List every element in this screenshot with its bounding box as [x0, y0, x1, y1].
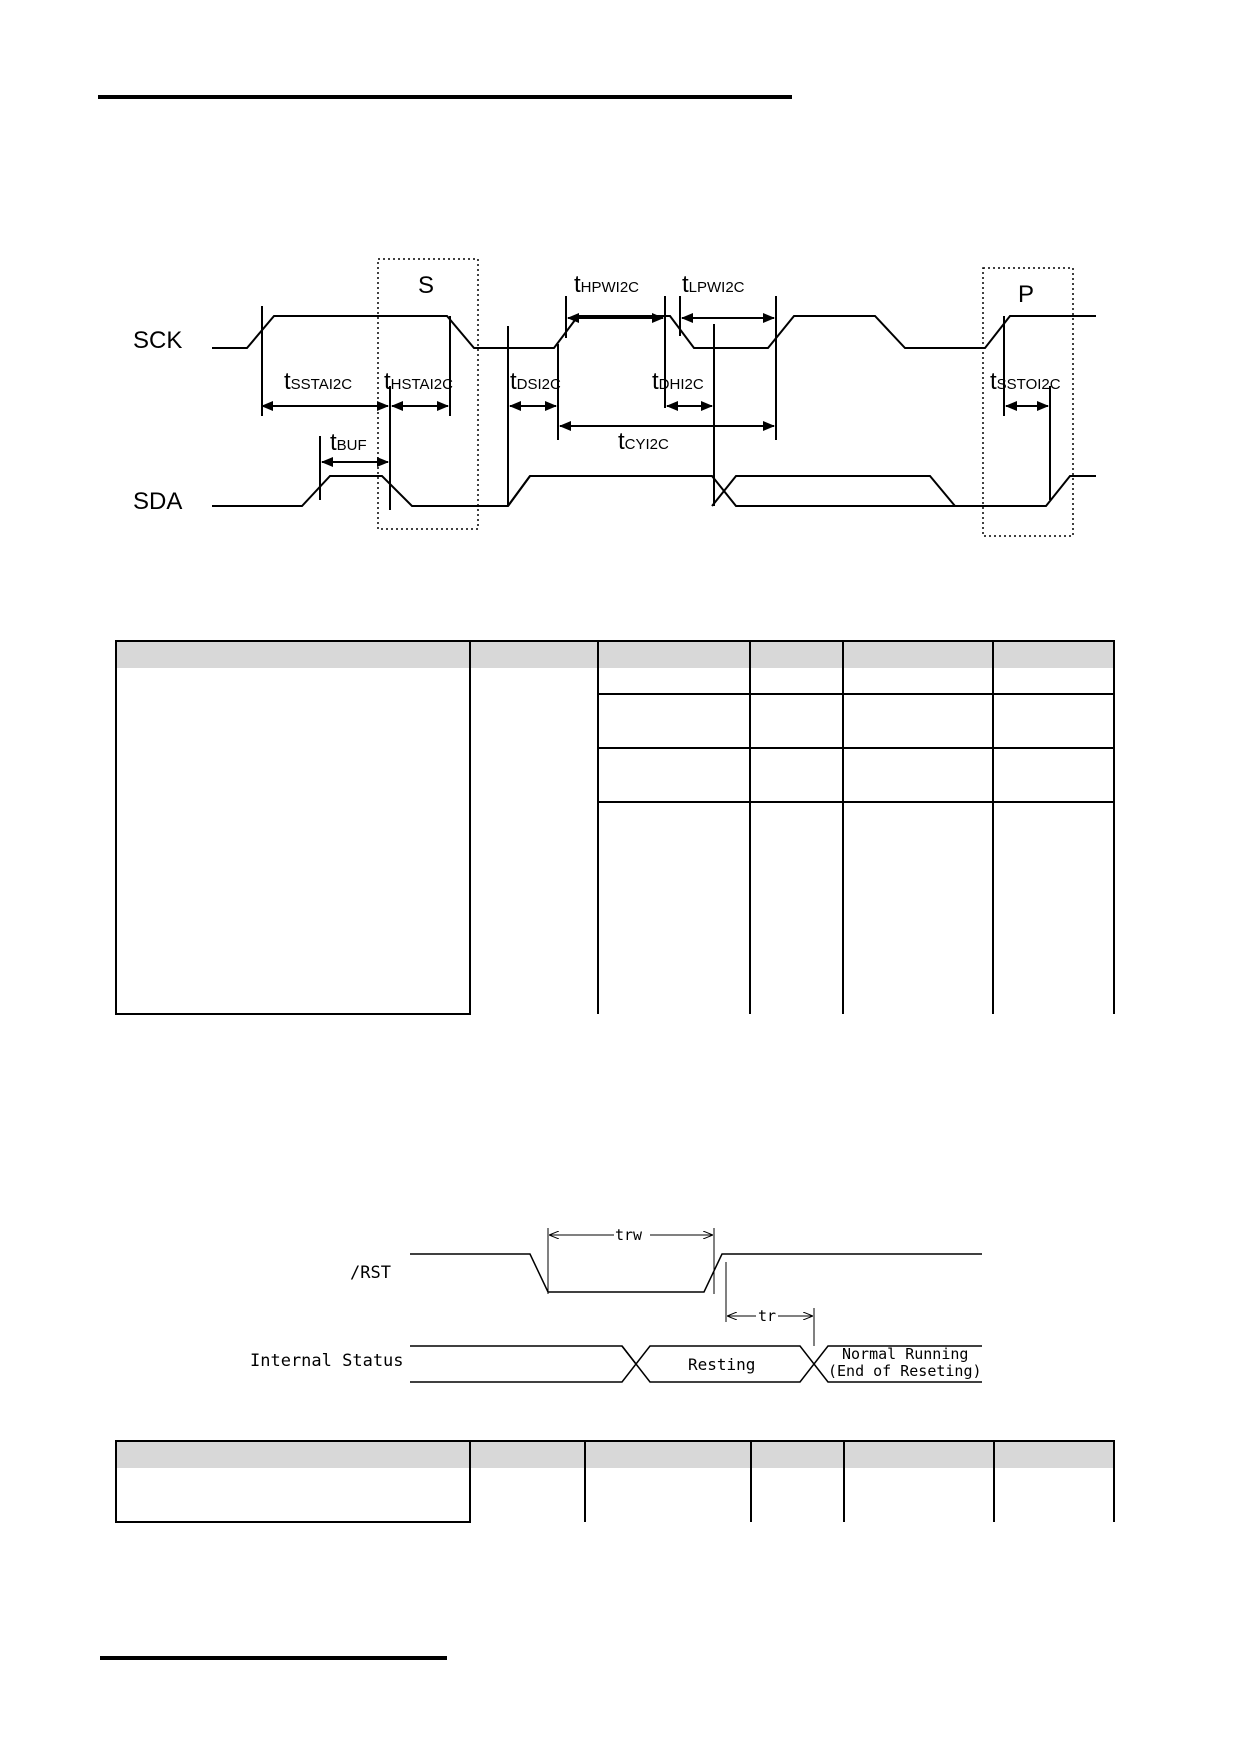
header-rule	[98, 95, 792, 99]
table-cell	[992, 747, 1115, 802]
header-cell	[992, 640, 1115, 668]
i2c-timing-diagram: SCK SDA S P tHPWI2C tLPWI2	[133, 258, 1096, 537]
sck-waveform	[212, 315, 1096, 349]
header-cell	[843, 1440, 995, 1468]
start-condition-box	[377, 258, 479, 530]
header-cell	[469, 640, 599, 668]
param-buf-label: tBUF	[330, 429, 367, 456]
table-header-row	[115, 640, 1115, 668]
table-cell	[115, 668, 471, 1015]
reset-arrows	[550, 1235, 812, 1316]
header-cell	[749, 640, 844, 668]
table-cell	[597, 908, 751, 1014]
table-cell	[992, 668, 1115, 694]
table-row	[116, 747, 1115, 802]
rst-waveform	[410, 1253, 982, 1293]
header-cell	[584, 1440, 752, 1468]
param-dh-label: tDHI2C	[652, 368, 704, 395]
header-cell	[842, 640, 994, 668]
table-cell	[597, 693, 751, 748]
header-cell	[469, 1440, 586, 1468]
table-cell	[749, 801, 844, 908]
header-cell	[115, 640, 471, 668]
i2c-timing-table	[115, 640, 1115, 1015]
table-row	[116, 693, 1115, 748]
table-cell	[750, 1468, 845, 1522]
header-cell	[750, 1440, 845, 1468]
reset-reference-lines	[547, 1228, 815, 1346]
table-cell	[993, 1468, 1115, 1522]
table-cell	[597, 747, 751, 802]
sda-waveform-c	[711, 475, 956, 507]
table-cell	[749, 747, 844, 802]
tr-label-bg	[756, 1308, 778, 1326]
resting-label: Resting	[688, 1355, 755, 1374]
param-cy-label: tCYI2C	[618, 428, 669, 455]
param-hpw-label: tHPWI2C	[574, 271, 639, 298]
param-lpw-label: tLPWI2C	[682, 271, 745, 298]
param-ds-label: tDSI2C	[510, 368, 561, 395]
internal-status-waveform	[410, 1345, 982, 1383]
timing-arrows	[261, 313, 1049, 467]
header-cell	[993, 1440, 1115, 1468]
header-cell	[115, 1440, 471, 1468]
sda-waveform-b	[507, 475, 531, 507]
param-ssta-label: tSSTAI2C	[284, 368, 352, 395]
trw-label-bg	[614, 1226, 650, 1244]
param-hsta-label: tHSTAI2C	[384, 368, 453, 395]
table-cell	[749, 908, 844, 1014]
table-header-row	[115, 1440, 1115, 1468]
table-cell	[842, 668, 994, 694]
sda-label: SDA	[133, 488, 182, 515]
stop-condition-label: P	[1018, 281, 1034, 308]
table-cell	[992, 908, 1115, 1014]
trw-label: trw	[615, 1226, 643, 1244]
internal-status-label: Internal Status	[250, 1351, 404, 1371]
table-cell	[843, 1468, 995, 1522]
start-condition-label: S	[418, 272, 434, 299]
end-of-reseting-label: (End of Reseting)	[828, 1362, 982, 1380]
table-cell	[992, 693, 1115, 748]
sck-label: SCK	[133, 327, 182, 354]
param-ssto-label: tSSTOI2C	[990, 368, 1061, 395]
table-cell	[469, 668, 599, 1014]
table-cell	[469, 1468, 586, 1522]
table-cell	[115, 1468, 471, 1523]
table-cell	[749, 693, 844, 748]
table-row	[115, 1468, 1115, 1523]
tr-label: tr	[758, 1307, 776, 1325]
table-row	[115, 668, 1115, 1015]
table-cell	[842, 908, 994, 1014]
timing-reference-lines	[261, 296, 1051, 510]
header-cell	[597, 640, 751, 668]
table-cell	[749, 668, 844, 694]
table-row	[116, 801, 1115, 908]
rst-label: /RST	[350, 1263, 391, 1283]
reset-timing-table	[115, 1440, 1115, 1523]
table-row	[116, 908, 1115, 1014]
table-cell	[584, 1468, 752, 1522]
table-cell	[842, 747, 994, 802]
table-cell	[597, 801, 751, 908]
table-cell	[597, 668, 751, 694]
table-cell	[842, 693, 994, 748]
table-cell	[992, 801, 1115, 908]
table-cell	[842, 801, 994, 908]
stop-condition-box	[982, 267, 1074, 537]
normal-running-label: Normal Running	[842, 1345, 968, 1363]
footer-rule	[100, 1656, 447, 1660]
